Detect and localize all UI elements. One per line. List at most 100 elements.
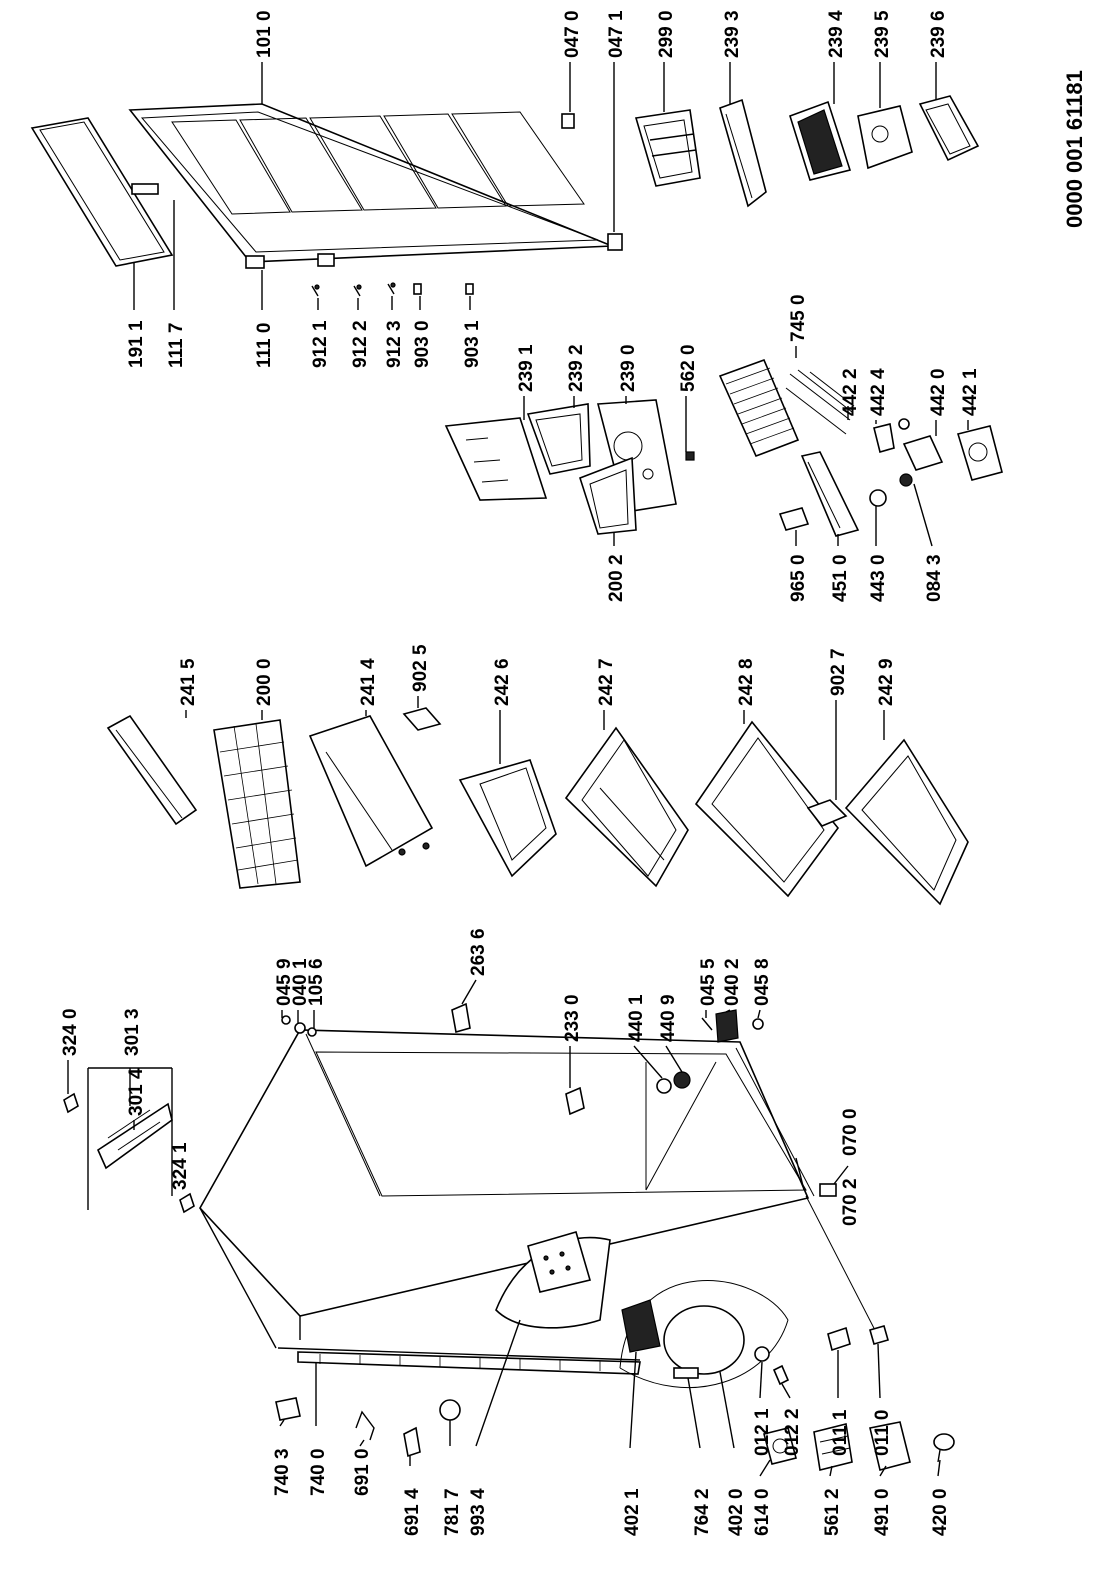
- leader-lines: [67, 62, 969, 1477]
- label-402-0: 402 0: [726, 1488, 747, 1536]
- label-242-7: 242 7: [596, 658, 617, 706]
- label-070-0: 070 0: [840, 1108, 861, 1156]
- label-200-2: 200 2: [606, 554, 627, 602]
- label-614-0: 614 0: [752, 1488, 773, 1536]
- clip-902-7: [806, 799, 848, 827]
- label-740-0: 740 0: [308, 1448, 329, 1496]
- label-912-3: 912 3: [384, 320, 405, 368]
- bracket-239-2: [526, 403, 591, 475]
- label-263-6: 263 6: [468, 928, 489, 976]
- part-011-1: [827, 1326, 851, 1352]
- thermostat-442-0: [902, 435, 944, 471]
- shelf-239-3: [719, 98, 767, 208]
- drawer-242-6: [458, 759, 557, 878]
- label-903-1: 903 1: [462, 320, 483, 368]
- label-912-2: 912 2: [350, 320, 371, 368]
- label-047-0: 047 0: [562, 10, 583, 58]
- label-012-1: 012 1: [752, 1408, 773, 1456]
- part-labels: 101 0 047 0 047 1 299 0 239 3 239 4 239 …: [60, 10, 1087, 1536]
- label-239-0: 239 0: [618, 344, 639, 392]
- label-440-9: 440 9: [658, 994, 679, 1042]
- part-239-5: [857, 105, 913, 170]
- drawer-242-7: [564, 726, 689, 888]
- label-993-4: 993 4: [468, 1488, 489, 1536]
- component-561-2: [813, 1423, 853, 1471]
- document-id: 0000 001 61181: [1062, 70, 1087, 228]
- part-781-7: [439, 1399, 461, 1421]
- label-691-4: 691 4: [402, 1488, 423, 1536]
- label-491-0: 491 0: [872, 1488, 893, 1536]
- part-691-4: [403, 1426, 421, 1458]
- label-442-4: 442 4: [868, 368, 889, 416]
- label-040-2: 040 2: [722, 958, 743, 1006]
- part-263-6: [451, 1002, 471, 1034]
- label-299-0: 299 0: [656, 10, 677, 58]
- label-420-0: 420 0: [930, 1488, 951, 1536]
- part-233-0: [565, 1086, 585, 1116]
- part-299-0: [634, 109, 701, 187]
- label-902-5: 902 5: [410, 644, 431, 692]
- cover-491-0: [869, 1421, 911, 1471]
- label-111-0: 111 0: [254, 323, 275, 368]
- screw-045-8: [752, 1018, 764, 1030]
- compressor-area: [619, 1280, 790, 1389]
- part-239-6: [918, 95, 980, 162]
- motor-442-1: [956, 425, 1003, 481]
- label-324-1: 324 1: [170, 1142, 191, 1190]
- part-965-0: [778, 507, 810, 531]
- door-101-0: [128, 103, 613, 263]
- part-047-0: [561, 113, 575, 129]
- label-101-0: 101 0: [254, 10, 275, 58]
- label-745-0: 745 0: [788, 294, 809, 342]
- part-324-0: [63, 1092, 79, 1114]
- label-740-3: 740 3: [272, 1448, 293, 1496]
- label-233-0: 233 0: [562, 994, 583, 1042]
- screw-045-5: [701, 1017, 713, 1031]
- label-241-5: 241 5: [178, 658, 199, 706]
- screws-912-903: [311, 282, 474, 297]
- shelf-241-5: [106, 714, 198, 826]
- label-301-3: 301 3: [122, 1008, 143, 1056]
- door-gasket-191-1: [30, 117, 174, 267]
- label-111-7: 111 7: [166, 323, 187, 368]
- label-045-9: 045 9: [274, 958, 295, 1006]
- label-045-8: 045 8: [752, 958, 773, 1006]
- wire-shelf-200-0: [213, 719, 301, 889]
- part-047-1: [607, 233, 623, 251]
- label-239-4: 239 4: [826, 10, 847, 58]
- evaporator-cover-993-4: [495, 1231, 611, 1329]
- hinge-040-2: [715, 1009, 739, 1043]
- label-965-0: 965 0: [788, 554, 809, 602]
- component-614-0: [763, 1427, 797, 1465]
- label-242-6: 242 6: [492, 658, 513, 706]
- part-084-3: [899, 473, 913, 487]
- condenser-740-0: [297, 1351, 641, 1375]
- capacitor-420-0: [933, 1433, 955, 1463]
- label-045-5: 045 5: [698, 958, 719, 1006]
- label-912-1: 912 1: [310, 320, 331, 368]
- part-324-1: [179, 1192, 195, 1214]
- label-902-7: 902 7: [828, 648, 849, 696]
- label-562-0: 562 0: [678, 344, 699, 392]
- hinge-111-0-a: [245, 255, 265, 269]
- label-324-0: 324 0: [60, 1008, 81, 1056]
- label-442-1: 442 1: [960, 368, 981, 416]
- label-040-1: 040 1: [290, 958, 311, 1006]
- part-011-0: [869, 1325, 889, 1345]
- cover-plate-239-1: [444, 417, 548, 501]
- cabinet-body: [199, 1029, 879, 1361]
- label-239-3: 239 3: [722, 10, 743, 58]
- part-691-0: [355, 1410, 375, 1441]
- drawer-242-9: [844, 738, 969, 906]
- label-047-1: 047 1: [606, 10, 627, 58]
- hinge-040-1: [294, 1022, 306, 1034]
- label-242-8: 242 8: [736, 658, 757, 706]
- label-764-2: 764 2: [692, 1488, 713, 1536]
- drawer-242-8: [694, 720, 840, 898]
- label-011-0: 011 0: [872, 1410, 893, 1457]
- flap-241-4: [308, 715, 434, 868]
- label-781-7: 781 7: [442, 1488, 463, 1536]
- grommet-012-1: [754, 1346, 770, 1362]
- label-105-6: 105 6: [306, 958, 327, 1006]
